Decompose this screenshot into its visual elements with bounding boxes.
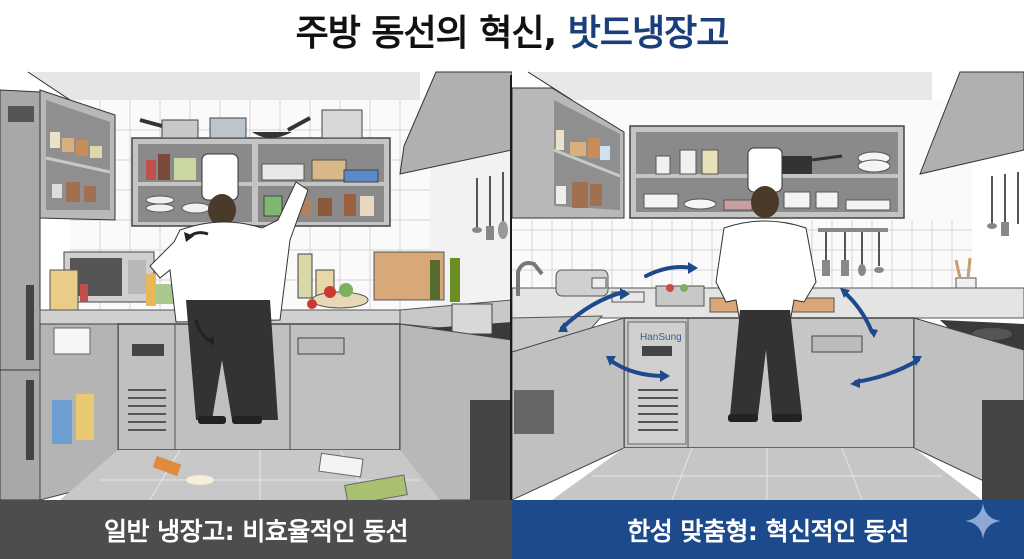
hansung-brand-label: HanSung: [640, 332, 682, 343]
left-caption-text: 일반 냉장고: 비효율적인 동선: [103, 516, 409, 546]
right-caption: 한성 맞춤형: 혁신적인 동선: [512, 500, 1024, 559]
workflow-arrows: [560, 265, 920, 384]
page-title: 주방 동선의 혁신, 밧드냉장고: [295, 4, 730, 56]
right-caption-text: 한성 맞춤형: 혁신적인 동선: [627, 516, 909, 546]
chef-figure: [715, 147, 817, 422]
left-kitchen-illustration: [0, 60, 512, 500]
title-main: 주방 동선의 혁신,: [295, 13, 568, 54]
right-kitchen-illustration: HanSung: [512, 60, 1024, 500]
sparkle-icon: [965, 503, 1001, 539]
title-accent: 밧드냉장고: [567, 13, 730, 54]
title-bar: 주방 동선의 혁신, 밧드냉장고: [0, 0, 1024, 60]
left-caption: 일반 냉장고: 비효율적인 동선: [0, 500, 512, 559]
chef-figure: [149, 153, 309, 424]
